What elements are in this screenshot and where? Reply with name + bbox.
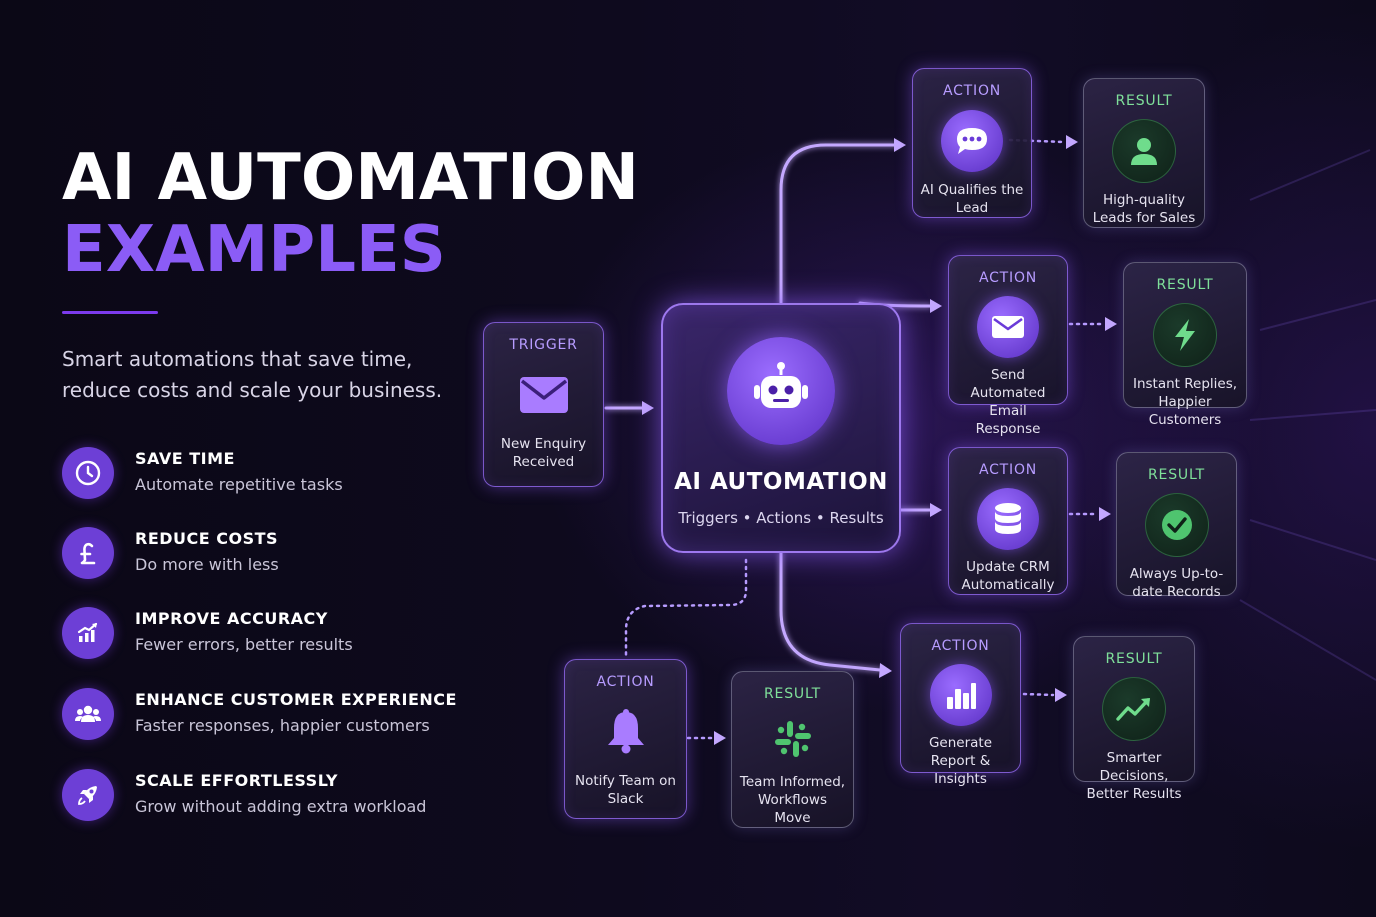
user-icon [1112,119,1176,183]
benefit-reduce-costs: REDUCE COSTS Do more with less [62,527,482,583]
benefit-scale-effortlessly: SCALE EFFORTLESSLY Grow without adding e… [62,769,482,825]
pound-icon [62,527,114,579]
card-tag: RESULT [764,686,821,702]
card-label: Instant Replies, Happier Customers [1132,376,1238,428]
action-card-notify-slack[interactable]: ACTION Notify Team on Slack [564,659,687,819]
card-label: Team Informed, Workflows Move [739,774,846,826]
action-card-qualify-lead[interactable]: ACTION AI Qualifies the Lead [912,68,1032,218]
connector-hub-action-4 [779,551,882,672]
benefit-improve-accuracy: IMPROVE ACCURACY Fewer errors, better re… [62,607,482,663]
page-subtitle: Smart automations that save time, reduce… [62,347,443,402]
result-card-quality-leads[interactable]: RESULT High-quality Leads for Sales [1083,78,1205,228]
chat-icon [941,110,1003,172]
card-label: Generate Report & Insights [928,735,993,787]
checkmark-icon [1144,493,1209,557]
connector-action-4-result-4 [1022,692,1055,697]
card-tag: ACTION [596,674,655,690]
benefit-customer-experience: ENHANCE CUSTOMER EXPERIENCE Faster respo… [62,688,482,744]
card-tag: TRIGGER [509,337,578,353]
card-tag: ACTION [931,638,990,654]
lightning-icon [1153,303,1217,367]
benefit-title: ENHANCE CUSTOMER EXPERIENCE [135,690,457,709]
envelope-icon [512,363,576,427]
hub-subtitle: Triggers • Actions • Results [678,509,884,527]
benefit-description: Do more with less [135,555,279,574]
slack-icon [761,712,825,765]
card-tag: RESULT [1115,93,1173,109]
benefit-title: SAVE TIME [135,449,235,468]
benefit-title: REDUCE COSTS [135,529,279,548]
action-card-send-email[interactable]: ACTION Send Automated Email Response [948,255,1068,437]
card-label: Always Up-to-date Records [1129,566,1224,600]
rocket-icon [62,769,114,821]
clock-icon [62,447,114,499]
card-tag: ACTION [978,270,1038,286]
card-tag: ACTION [978,462,1038,478]
connector-hub-action-5 [624,558,748,658]
card-label: Smarter Decisions, Better Results [1086,750,1182,802]
result-card-up-to-date-records[interactable]: RESULT Always Up-to-date Records [1116,452,1237,600]
benefit-save-time: SAVE TIME Automate repetitive tasks [62,447,482,503]
chart-up-icon [62,607,114,659]
hub-title: AI AUTOMATION [674,469,888,495]
benefit-title: IMPROVE ACCURACY [135,609,328,628]
light-streaks [1239,149,1376,681]
card-label: High-quality Leads for Sales [1092,192,1196,226]
database-icon [977,488,1039,550]
benefit-description: Fewer errors, better results [135,635,353,654]
bar-chart-icon [929,664,992,726]
action-card-update-crm[interactable]: ACTION Update CRM Automatically [948,447,1068,595]
benefit-description: Faster responses, happier customers [135,716,430,735]
card-label: Update CRM Automatically [961,559,1055,593]
people-icon [62,688,114,740]
card-tag: ACTION [942,83,1002,99]
page-title-line-2: EXAMPLES [62,213,446,287]
connector-hub-action-1 [779,143,898,305]
card-label: AI Qualifies the Lead [920,182,1024,216]
card-tag: RESULT [1105,651,1163,667]
card-tag: RESULT [1148,467,1205,483]
benefit-description: Automate repetitive tasks [135,475,343,494]
title-divider [62,311,158,314]
trend-up-icon [1102,677,1166,741]
action-card-generate-report[interactable]: ACTION Generate Report & Insights [900,623,1021,787]
benefit-title: SCALE EFFORTLESSLY [135,771,338,790]
ai-automation-hub[interactable]: AI AUTOMATION Triggers • Actions • Resul… [661,303,901,553]
result-card-team-informed[interactable]: RESULT Team Informed, Workflows Move [731,671,854,828]
card-label: Notify Team on Slack [575,773,676,807]
result-card-smarter-decisions[interactable]: RESULT Smarter Decisions, Better Results [1073,636,1195,802]
envelope-icon [977,296,1039,358]
robot-icon [727,337,835,445]
benefit-description: Grow without adding extra workload [135,797,427,816]
card-tag: RESULT [1156,277,1214,293]
arrowheads [642,135,1117,745]
card-label: Send Automated Email Response [970,367,1046,437]
bell-icon [594,700,658,764]
result-card-instant-replies[interactable]: RESULT Instant Replies, Happier Customer… [1123,262,1247,428]
page-title-line-1: AI AUTOMATION [62,141,639,215]
trigger-card[interactable]: TRIGGER New Enquiry Received [483,322,604,487]
card-label: New Enquiry Received [500,436,587,470]
